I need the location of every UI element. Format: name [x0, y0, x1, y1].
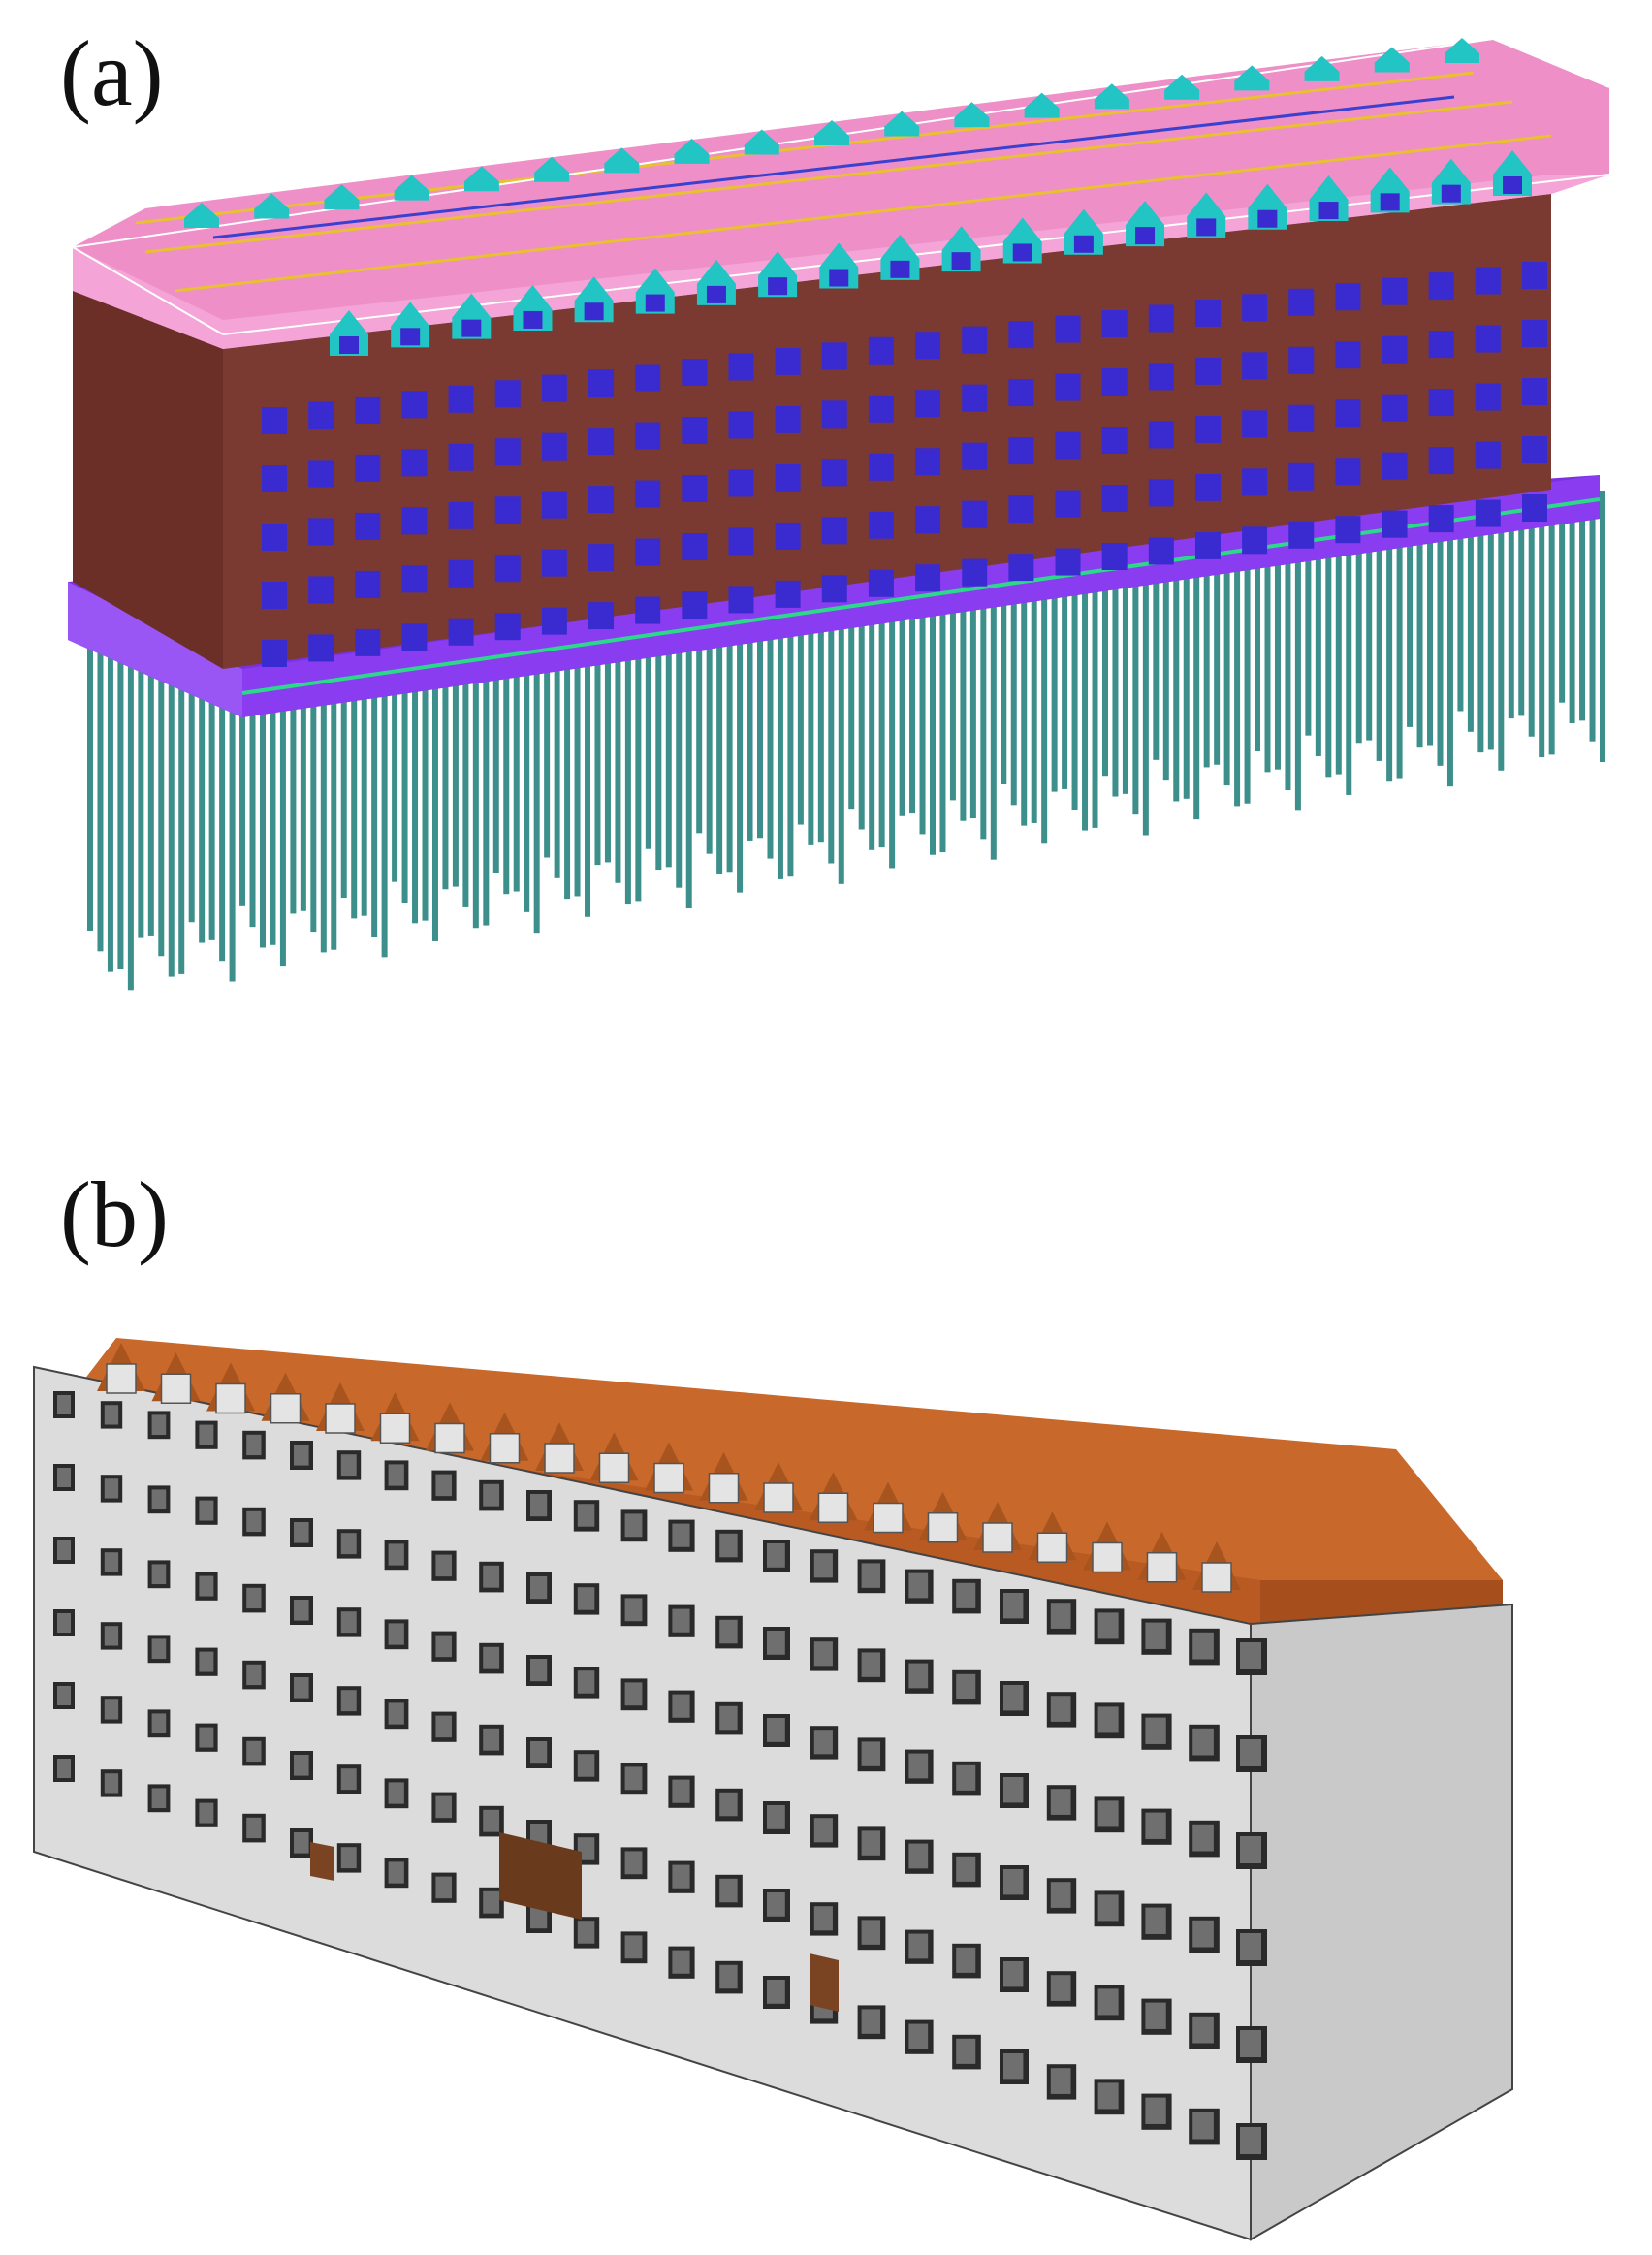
rendered-wall — [33, 1365, 1513, 2241]
facade-windows — [262, 262, 1547, 667]
dormers — [184, 38, 1532, 356]
rendered-windows — [53, 1391, 1267, 2160]
structural-model-illustration — [68, 38, 1610, 991]
rendered-doors — [310, 1832, 839, 2012]
panel-a-label: (a) — [60, 21, 164, 125]
piles — [87, 476, 1605, 991]
panel-b-label: (b) — [60, 1162, 169, 1266]
rendered-dormers — [97, 1343, 1241, 1593]
rendered-model-illustration — [33, 1338, 1513, 2241]
